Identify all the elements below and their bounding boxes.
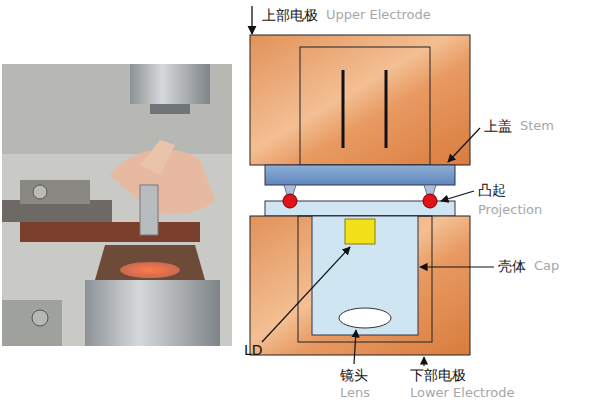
electrode-recess	[300, 47, 430, 165]
stem-lead	[385, 70, 388, 148]
part-label-english: Projection	[478, 203, 542, 218]
part-label: 上盖	[484, 118, 512, 134]
part-label: 壳体	[498, 258, 526, 274]
part-label: LD	[244, 342, 263, 358]
part-label-english: Upper Electrode	[326, 8, 431, 23]
part-label: 镜头	[340, 367, 368, 383]
part-label-english: Cap	[534, 259, 559, 274]
part-label: 上部电极	[262, 7, 318, 23]
leader-line	[420, 266, 494, 267]
weld-point	[423, 194, 437, 208]
weld-point	[283, 194, 297, 208]
part-label-english: Stem	[520, 119, 554, 134]
leader-line	[423, 357, 424, 366]
leader-line	[441, 191, 474, 201]
leader-line	[448, 128, 480, 162]
lower-electrode	[250, 216, 470, 355]
stem-plate	[265, 165, 455, 185]
leader-line	[262, 247, 350, 342]
stem-lead	[342, 70, 345, 148]
laser-diode	[345, 219, 375, 244]
part-label: 凸起	[478, 182, 506, 198]
electrode-recess	[298, 216, 432, 342]
lens	[339, 308, 391, 328]
part-label-english: Lens	[340, 386, 370, 401]
part-label-english: Lower Electrode	[410, 386, 514, 401]
part-label: 下部电极	[410, 367, 466, 383]
cap-body	[312, 216, 418, 335]
upper-electrode	[250, 35, 470, 165]
leader-line	[354, 330, 356, 364]
force-arrow	[251, 6, 252, 34]
leader-lines	[262, 128, 494, 366]
photo	[2, 64, 232, 346]
